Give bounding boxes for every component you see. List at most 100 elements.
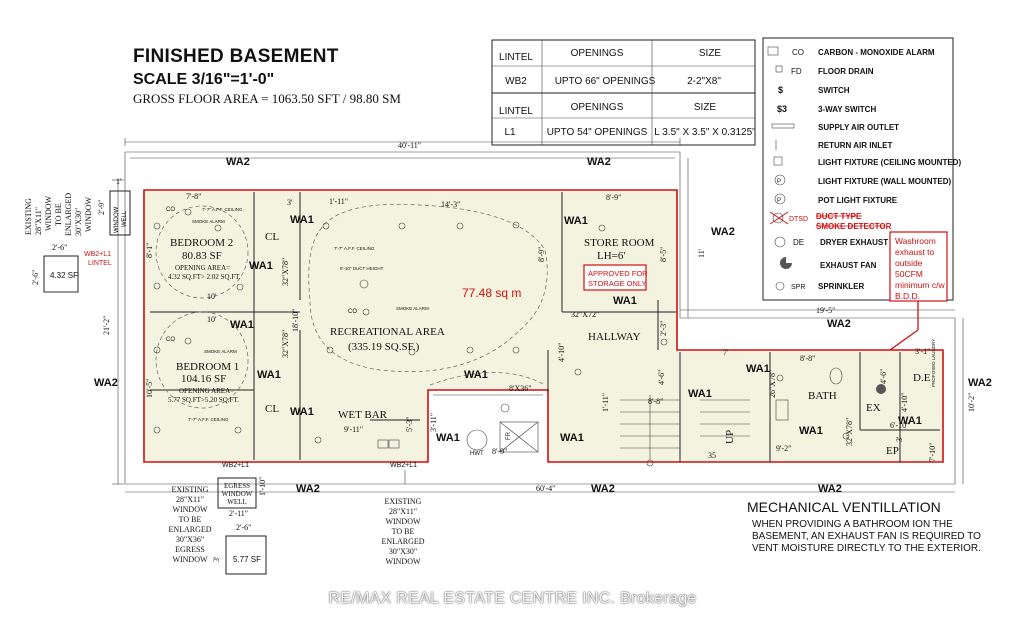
lintel-header-2: LINTEL: [499, 106, 533, 117]
dim-5-3: 5'-3": [405, 417, 414, 432]
dim-10-5: 10'-5": [145, 379, 154, 398]
duct-detector-icon: [769, 211, 789, 225]
laundry-label: PROPOSED LAUNDRY: [931, 339, 936, 387]
svg-text:minimum c/w: minimum c/w: [895, 280, 945, 290]
pot-light-icon: [456, 222, 464, 230]
legend-spr-sym: SPR: [791, 284, 805, 291]
svg-text:WINDOW: WINDOW: [222, 490, 253, 498]
dim-32x78: 32"X78": [281, 258, 290, 286]
dim-10: 10': [207, 292, 217, 301]
store-room-lh: LH=6': [597, 250, 625, 262]
dim-7-8: 7'-8": [186, 192, 201, 201]
bedroom1-opening: OPENING AREA=: [179, 387, 234, 395]
dim-8-8b: 8'-8": [648, 397, 663, 406]
supply-air-outlet-icon: [771, 123, 795, 129]
svg-text:WINDOW: WINDOW: [84, 196, 93, 232]
opening-l1: UPTO 54" OPENINGS: [547, 127, 648, 138]
legend-return-label: RETURN AIR INLET: [818, 141, 892, 150]
co-alarm-icon: CO: [166, 337, 175, 343]
ventilation-body: WHEN PROVIDING A BATHROOM ION THE BASEME…: [752, 519, 981, 554]
bedroom2-area: 80.83 SF: [182, 250, 222, 262]
pot-light-icon: [326, 346, 334, 354]
dim-4-10b: 4'-10": [900, 393, 909, 412]
dim-8-9b: 8'-9": [537, 247, 546, 262]
pot-light-icon: [153, 426, 161, 434]
dim-9-2: 9'-2": [776, 444, 791, 453]
gross-floor-area: GROSS FLOOR AREA = 1063.50 SFT / 98.80 S…: [133, 91, 401, 106]
pot-light-icon: [153, 282, 161, 290]
dim-1-11: 1'-11": [329, 197, 348, 206]
outer-walls: [112, 138, 964, 493]
room-labels: BEDROOM 2 80.83 SF OPENING AREA= 4.32 SQ…: [168, 231, 936, 457]
svg-text:CO: CO: [166, 207, 175, 213]
dim-9-11: 9'-11": [344, 425, 363, 434]
floor-drain-icon: [775, 65, 783, 73]
svg-text:CO: CO: [348, 309, 357, 315]
ceiling-light-icon: [500, 403, 510, 413]
pot-light-icon: [408, 348, 416, 356]
pot-light-icon: [512, 221, 520, 229]
legend-pot-light-label: POT LIGHT FIXTURE: [818, 196, 898, 205]
co-alarm-icon: [767, 46, 779, 56]
svg-text:30"X36": 30"X36": [176, 535, 204, 544]
ceiling-note-br1: 7'-7" A.F.F. CEILING: [188, 417, 229, 422]
duct-note-rec: 6'-10" DUCT HEIGHT: [340, 266, 384, 271]
legend-fd-sym: FD: [791, 67, 802, 76]
ceiling-note-rec: 7'-7" A.F.F. CEILING: [334, 246, 375, 251]
svg-text:WINDOW: WINDOW: [385, 517, 421, 526]
legend-de-sym: DE: [793, 238, 804, 247]
storage-only-note: APPROVED FOR STORAGE ONLY: [583, 264, 648, 291]
dim-bottom-overall: 60'-4": [536, 484, 555, 493]
svg-text:WINDOW: WINDOW: [172, 505, 208, 514]
dim-8-9: 8'-9": [606, 193, 621, 202]
svg-text:Washroom: Washroom: [895, 236, 936, 246]
legend-switch-label: SWITCH: [818, 86, 850, 95]
dim-8x36: 8'X36": [509, 384, 531, 393]
pot-light-icon: [214, 224, 222, 232]
pot-light-icon: [512, 346, 520, 354]
rec-area-size: (335.19 SQ.SF.): [348, 341, 420, 353]
wa2-tag: WA2: [226, 156, 250, 168]
dim-right-top: 11': [697, 248, 706, 258]
wa2-tag: WA2: [587, 156, 611, 168]
wa2-tag: WA2: [296, 483, 320, 495]
svg-text:28"X11": 28"X11": [389, 507, 417, 516]
wa1-tag: WA1: [290, 406, 314, 418]
closet-label-top: CL: [265, 231, 279, 243]
exhaust-fan-icon: [876, 384, 886, 394]
pot-light-icon: [774, 193, 786, 205]
wa1-tag: WA1: [290, 214, 314, 226]
svg-text:WINDOW: WINDOW: [44, 195, 53, 231]
hwt-label: HWT: [470, 451, 484, 457]
size-header-2: SIZE: [694, 102, 717, 113]
smoke-detector-icon: [184, 208, 192, 216]
dim-2-6-bottom: 2'-6": [236, 523, 251, 532]
openings-header-2: OPENINGS: [571, 102, 624, 113]
ceiling-outlines: [155, 203, 548, 409]
dim-8-9c: 8'-9": [492, 447, 507, 456]
toilet-icon: [829, 367, 843, 385]
dim-32x72: 32"X72": [571, 310, 599, 319]
bottom-left-window-callout: WB2+L1 EGRESS WINDOW WELL EXISTING 28"X1…: [168, 462, 267, 575]
fixtures: CO CO CO: [153, 207, 886, 467]
wa1-tag: WA1: [564, 215, 588, 227]
legend-duct-type-label: DUCT TYPE: [816, 212, 862, 221]
svg-text:WB2+L1: WB2+L1: [222, 462, 249, 469]
svg-text:LINTEL: LINTEL: [88, 260, 112, 267]
sprinkler-icon: [775, 281, 785, 291]
bedroom1-name: BEDROOM 1: [176, 361, 239, 373]
wa1-tag: WA1: [436, 432, 460, 444]
total-area-label: 77.48 sq m: [462, 286, 521, 300]
wall-light-icon: [774, 174, 786, 186]
legend-ceiling-light-label: LIGHT FIXTURE (CEILING MOUNTED): [818, 158, 961, 167]
closet-label-bottom: CL: [265, 403, 279, 415]
bedroom1-area: 104.16 SF: [181, 373, 226, 385]
staircase: [620, 395, 750, 460]
washroom-exhaust-note: Washroom exhaust to outside 50CFM minimu…: [858, 231, 948, 373]
interior-walls: [150, 192, 940, 462]
dim-7: 7': [723, 348, 729, 357]
lintel-wb2: WB2: [505, 76, 527, 87]
legend-3way-label: 3-WAY SWITCH: [818, 105, 876, 114]
pot-light-icon: [314, 436, 322, 444]
dim-3: 3': [212, 556, 221, 562]
